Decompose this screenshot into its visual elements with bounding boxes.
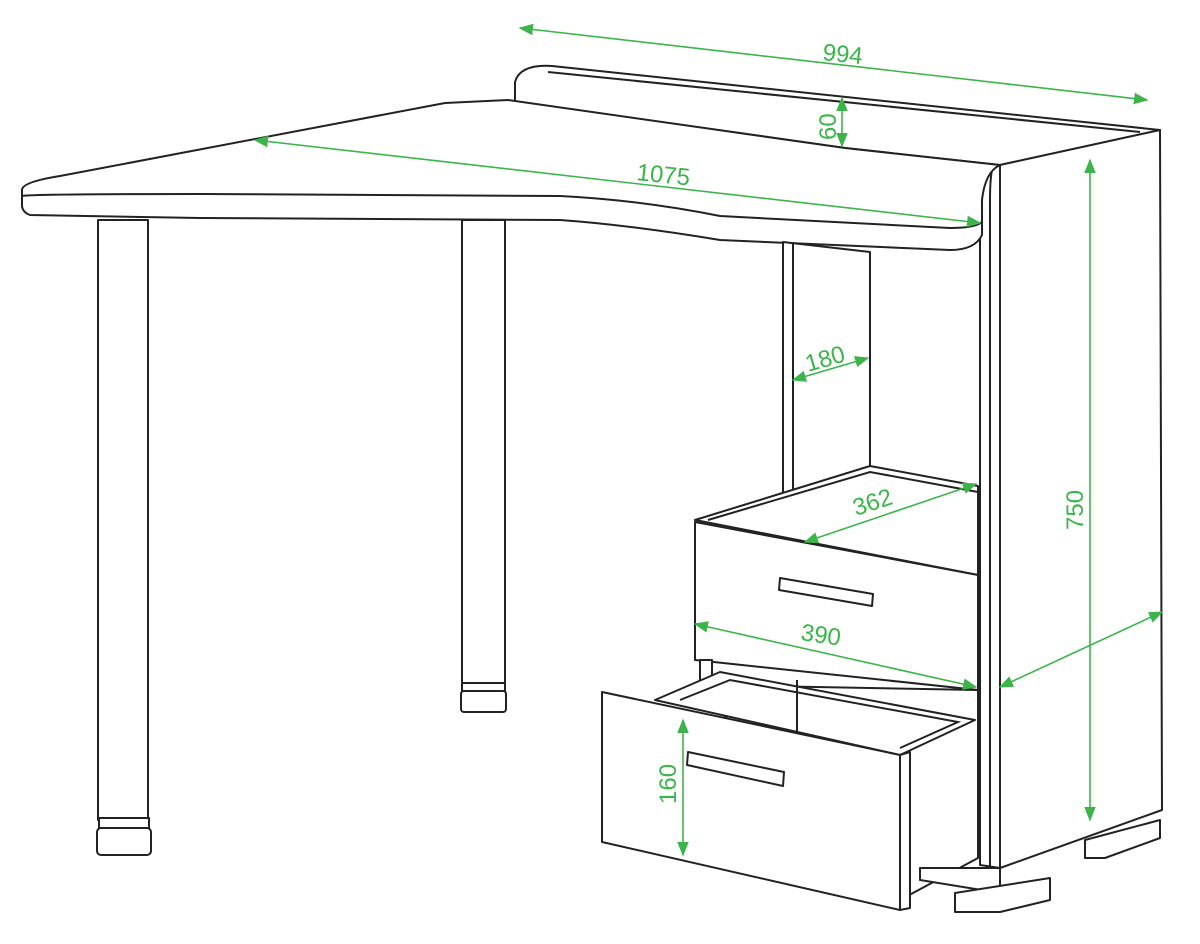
middle-leg [460, 219, 507, 713]
feet [919, 819, 1161, 913]
dimension-lines [253, 23, 1164, 857]
dim-label-994: 994 [821, 39, 864, 70]
bottom-drawer [601, 659, 979, 911]
dim-label-1075: 1075 [635, 159, 691, 191]
dim-label-60: 60 [815, 113, 842, 140]
dim-label-750: 750 [1062, 490, 1089, 530]
top-drawer-handle [778, 577, 874, 607]
dim-label-160: 160 [655, 764, 682, 804]
dim-label-390: 390 [799, 619, 842, 651]
left-leg [96, 219, 152, 856]
